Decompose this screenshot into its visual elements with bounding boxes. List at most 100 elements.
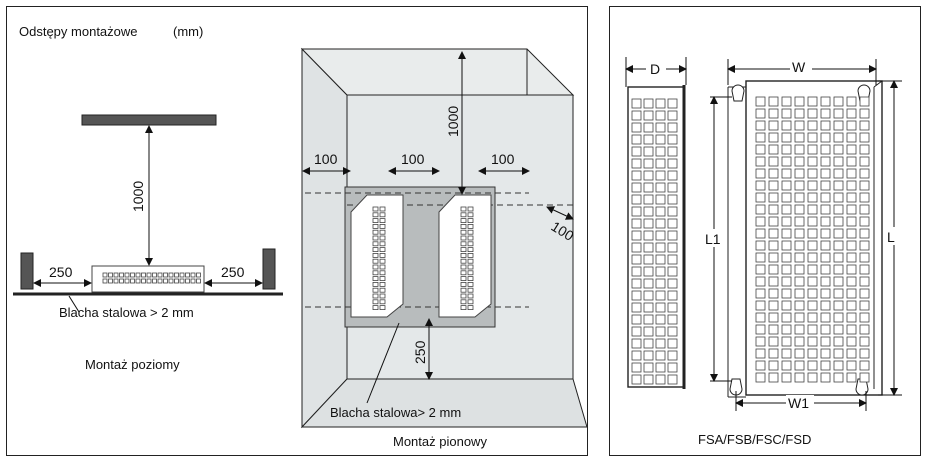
vent-square: [807, 204, 818, 215]
vent-square: [820, 168, 831, 179]
vent-square: [768, 192, 779, 203]
bottom-clearance-value: 250: [412, 340, 428, 364]
vent-square: [643, 302, 654, 313]
vent-square: [794, 276, 805, 287]
right-diagram-svg: D W L1 L: [625, 57, 902, 447]
ceiling-plate: [81, 114, 217, 126]
vent-square: [820, 156, 831, 167]
vent-square: [631, 266, 642, 277]
vent-square: [846, 300, 857, 311]
vent-square: [467, 252, 474, 258]
vent-square: [119, 272, 124, 278]
vent-square: [655, 182, 666, 193]
vent-square: [820, 312, 831, 323]
vent-square: [196, 272, 201, 278]
vent-square: [655, 350, 666, 361]
vent-square: [794, 168, 805, 179]
vent-square: [807, 216, 818, 227]
vent-square: [157, 272, 163, 278]
vent-square: [141, 272, 146, 278]
vent-square: [859, 336, 870, 347]
vent-square: [460, 241, 467, 247]
vent-square: [460, 212, 467, 218]
vent-square: [379, 218, 386, 224]
vent-square: [185, 278, 190, 284]
top-clearance-value: 1000: [130, 181, 146, 212]
vent-square: [460, 264, 467, 270]
vent-square: [379, 299, 386, 305]
vent-square: [807, 336, 818, 347]
vent-square: [768, 264, 779, 275]
vent-square: [768, 108, 779, 119]
vent-square: [460, 218, 467, 224]
vent-square: [833, 180, 844, 191]
vent-square: [768, 204, 779, 215]
vent-square: [113, 272, 119, 278]
vent-square: [643, 122, 654, 133]
vent-square: [655, 290, 666, 301]
vent-square: [372, 299, 379, 305]
vent-square: [631, 194, 642, 205]
vent-square: [655, 158, 666, 169]
vent-square: [768, 252, 779, 263]
vent-square: [859, 120, 870, 131]
vent-square: [655, 218, 666, 229]
vent-square: [833, 372, 844, 383]
vent-square: [859, 132, 870, 143]
vent-square: [859, 372, 870, 383]
vent-square: [655, 362, 666, 373]
vertical-top-clearance-value: 1000: [445, 106, 461, 137]
vent-square: [631, 338, 642, 349]
vent-square: [859, 204, 870, 215]
vent-square: [655, 302, 666, 313]
vent-square: [163, 272, 168, 278]
vent-square: [643, 242, 654, 253]
vent-square: [755, 156, 766, 167]
vent-square: [643, 98, 654, 109]
vent-square: [631, 122, 642, 133]
vent-square: [807, 168, 818, 179]
left-clearance-value: 250: [49, 264, 73, 280]
vent-square: [655, 326, 666, 337]
vent-square: [859, 168, 870, 179]
vent-square: [846, 120, 857, 131]
l1-label-bg: [704, 229, 726, 247]
vent-square: [794, 288, 805, 299]
vent-square: [794, 204, 805, 215]
vent-square: [781, 360, 792, 371]
vent-square: [859, 348, 870, 359]
vent-square: [467, 276, 474, 282]
vent-square: [372, 264, 379, 270]
vent-square: [781, 276, 792, 287]
vent-square: [781, 168, 792, 179]
vent-square: [755, 144, 766, 155]
vent-square: [655, 278, 666, 289]
vent-square: [807, 252, 818, 263]
vent-square: [794, 372, 805, 383]
vent-square: [846, 336, 857, 347]
vent-square: [794, 240, 805, 251]
plate-leader-line: [68, 295, 80, 313]
vent-square: [179, 272, 185, 278]
d-label-bg: [646, 61, 666, 77]
w-label-bg: [790, 59, 812, 75]
vent-square: [124, 278, 130, 284]
vent-square: [846, 360, 857, 371]
vent-square: [755, 264, 766, 275]
vent-square: [643, 134, 654, 145]
vent-square: [768, 276, 779, 287]
diagram-title: Odstępy montażowe: [19, 24, 138, 39]
vent-square: [820, 252, 831, 263]
vent-square: [807, 276, 818, 287]
vent-square: [467, 218, 474, 224]
vent-square: [833, 204, 844, 215]
vent-square: [467, 299, 474, 305]
vent-square: [379, 305, 386, 311]
vent-square: [655, 254, 666, 265]
vent-square: [372, 229, 379, 235]
resistor-front-view: [727, 80, 883, 398]
vent-square: [846, 288, 857, 299]
vent-square: [460, 287, 467, 293]
vent-square: [667, 326, 678, 337]
vent-square: [467, 305, 474, 311]
